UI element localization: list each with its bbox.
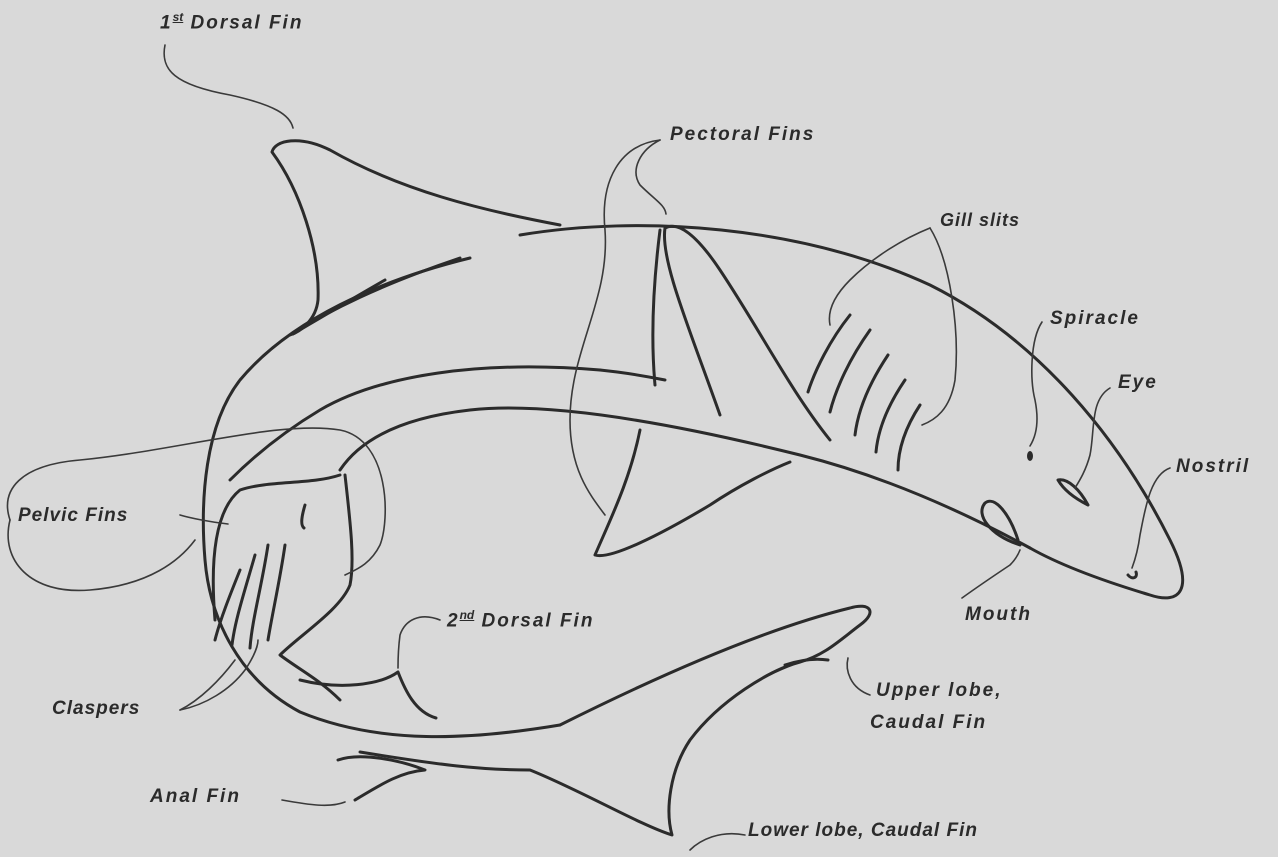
nostril-mark <box>1128 572 1136 578</box>
caudal-fin-shape <box>360 606 870 835</box>
second-dorsal-fin-shape <box>300 672 436 718</box>
label-pectoral-fins: Pectoral Fins <box>670 124 815 146</box>
shark-outline <box>203 141 1182 835</box>
pectoral-fin-shape <box>664 226 830 440</box>
label-upper-lobe-line1: Upper lobe, <box>876 680 1003 702</box>
label-spiracle: Spiracle <box>1050 308 1140 330</box>
shark-back-outline <box>520 226 1183 598</box>
label-pelvic-fins: Pelvic Fins <box>18 505 128 527</box>
label-claspers: Claspers <box>52 698 140 720</box>
label-mouth: Mouth <box>965 604 1032 626</box>
eye-shape <box>1058 480 1088 505</box>
label-nostril: Nostril <box>1176 456 1250 478</box>
label-first-dorsal-fin: 1st Dorsal Fin <box>160 10 303 34</box>
first-dorsal-sup: st <box>173 10 184 24</box>
second-dorsal-sup: nd <box>460 608 475 622</box>
spiracle-dot <box>1027 451 1033 461</box>
gill-slits-group <box>808 315 920 470</box>
first-dorsal-text: Dorsal Fin <box>191 12 304 33</box>
anal-fin-shape <box>338 757 425 800</box>
leader-lines <box>8 45 1170 850</box>
label-gill-slits: Gill slits <box>940 210 1020 231</box>
label-lower-lobe: Lower lobe, Caudal Fin <box>748 820 978 842</box>
label-eye: Eye <box>1118 372 1158 394</box>
far-pectoral-fin-shape <box>595 430 790 556</box>
shark-belly-outline <box>340 408 1030 548</box>
first-dorsal-fin-shape <box>272 141 560 335</box>
second-dorsal-text: Dorsal Fin <box>482 610 595 631</box>
second-dorsal-ordinal: 2 <box>447 610 460 631</box>
shark-tail-body-outline <box>203 258 560 737</box>
label-second-dorsal-fin: 2nd Dorsal Fin <box>447 608 594 632</box>
label-anal-fin: Anal Fin <box>150 786 241 808</box>
first-dorsal-ordinal: 1 <box>160 12 173 33</box>
label-upper-lobe-line2: Caudal Fin <box>870 712 987 734</box>
